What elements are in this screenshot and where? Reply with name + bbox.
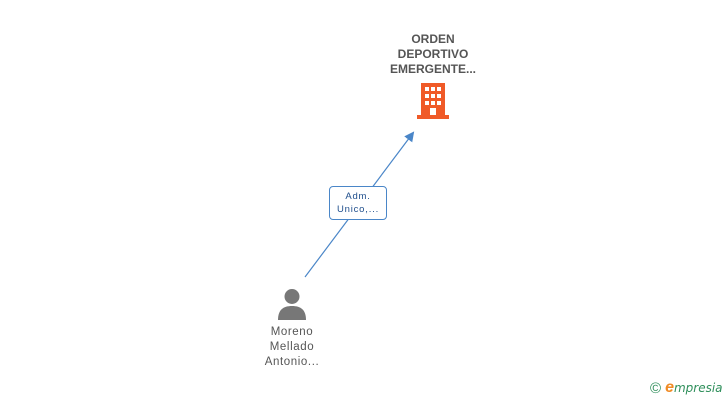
person-node[interactable]: Moreno Mellado Antonio... <box>242 288 342 370</box>
company-name: ORDEN DEPORTIVO EMERGENTE... <box>373 32 493 77</box>
relation-label-line-1: Adm. <box>345 191 371 202</box>
brand-name: mpresia <box>673 381 723 395</box>
person-icon <box>278 289 306 320</box>
company-name-line-1: ORDEN <box>411 32 455 46</box>
relation-label-box[interactable]: Adm. Unico,... <box>329 186 387 220</box>
person-name-line-2: Mellado <box>269 341 315 353</box>
company-name-line-2: DEPORTIVO <box>397 47 469 61</box>
relation-label-line-2: Unico,... <box>336 204 380 215</box>
person-name-line-1: Moreno <box>270 326 314 338</box>
building-icon <box>417 83 449 119</box>
brand-logo-initial: e <box>665 379 674 396</box>
person-name-line-3: Antonio... <box>264 356 320 368</box>
brand-watermark: © e mpresia <box>650 378 723 398</box>
copyright-icon: © <box>650 379 662 397</box>
person-name: Moreno Mellado Antonio... <box>242 325 342 370</box>
company-node[interactable]: ORDEN DEPORTIVO EMERGENTE... <box>373 32 493 119</box>
company-name-line-3: EMERGENTE... <box>389 62 476 76</box>
